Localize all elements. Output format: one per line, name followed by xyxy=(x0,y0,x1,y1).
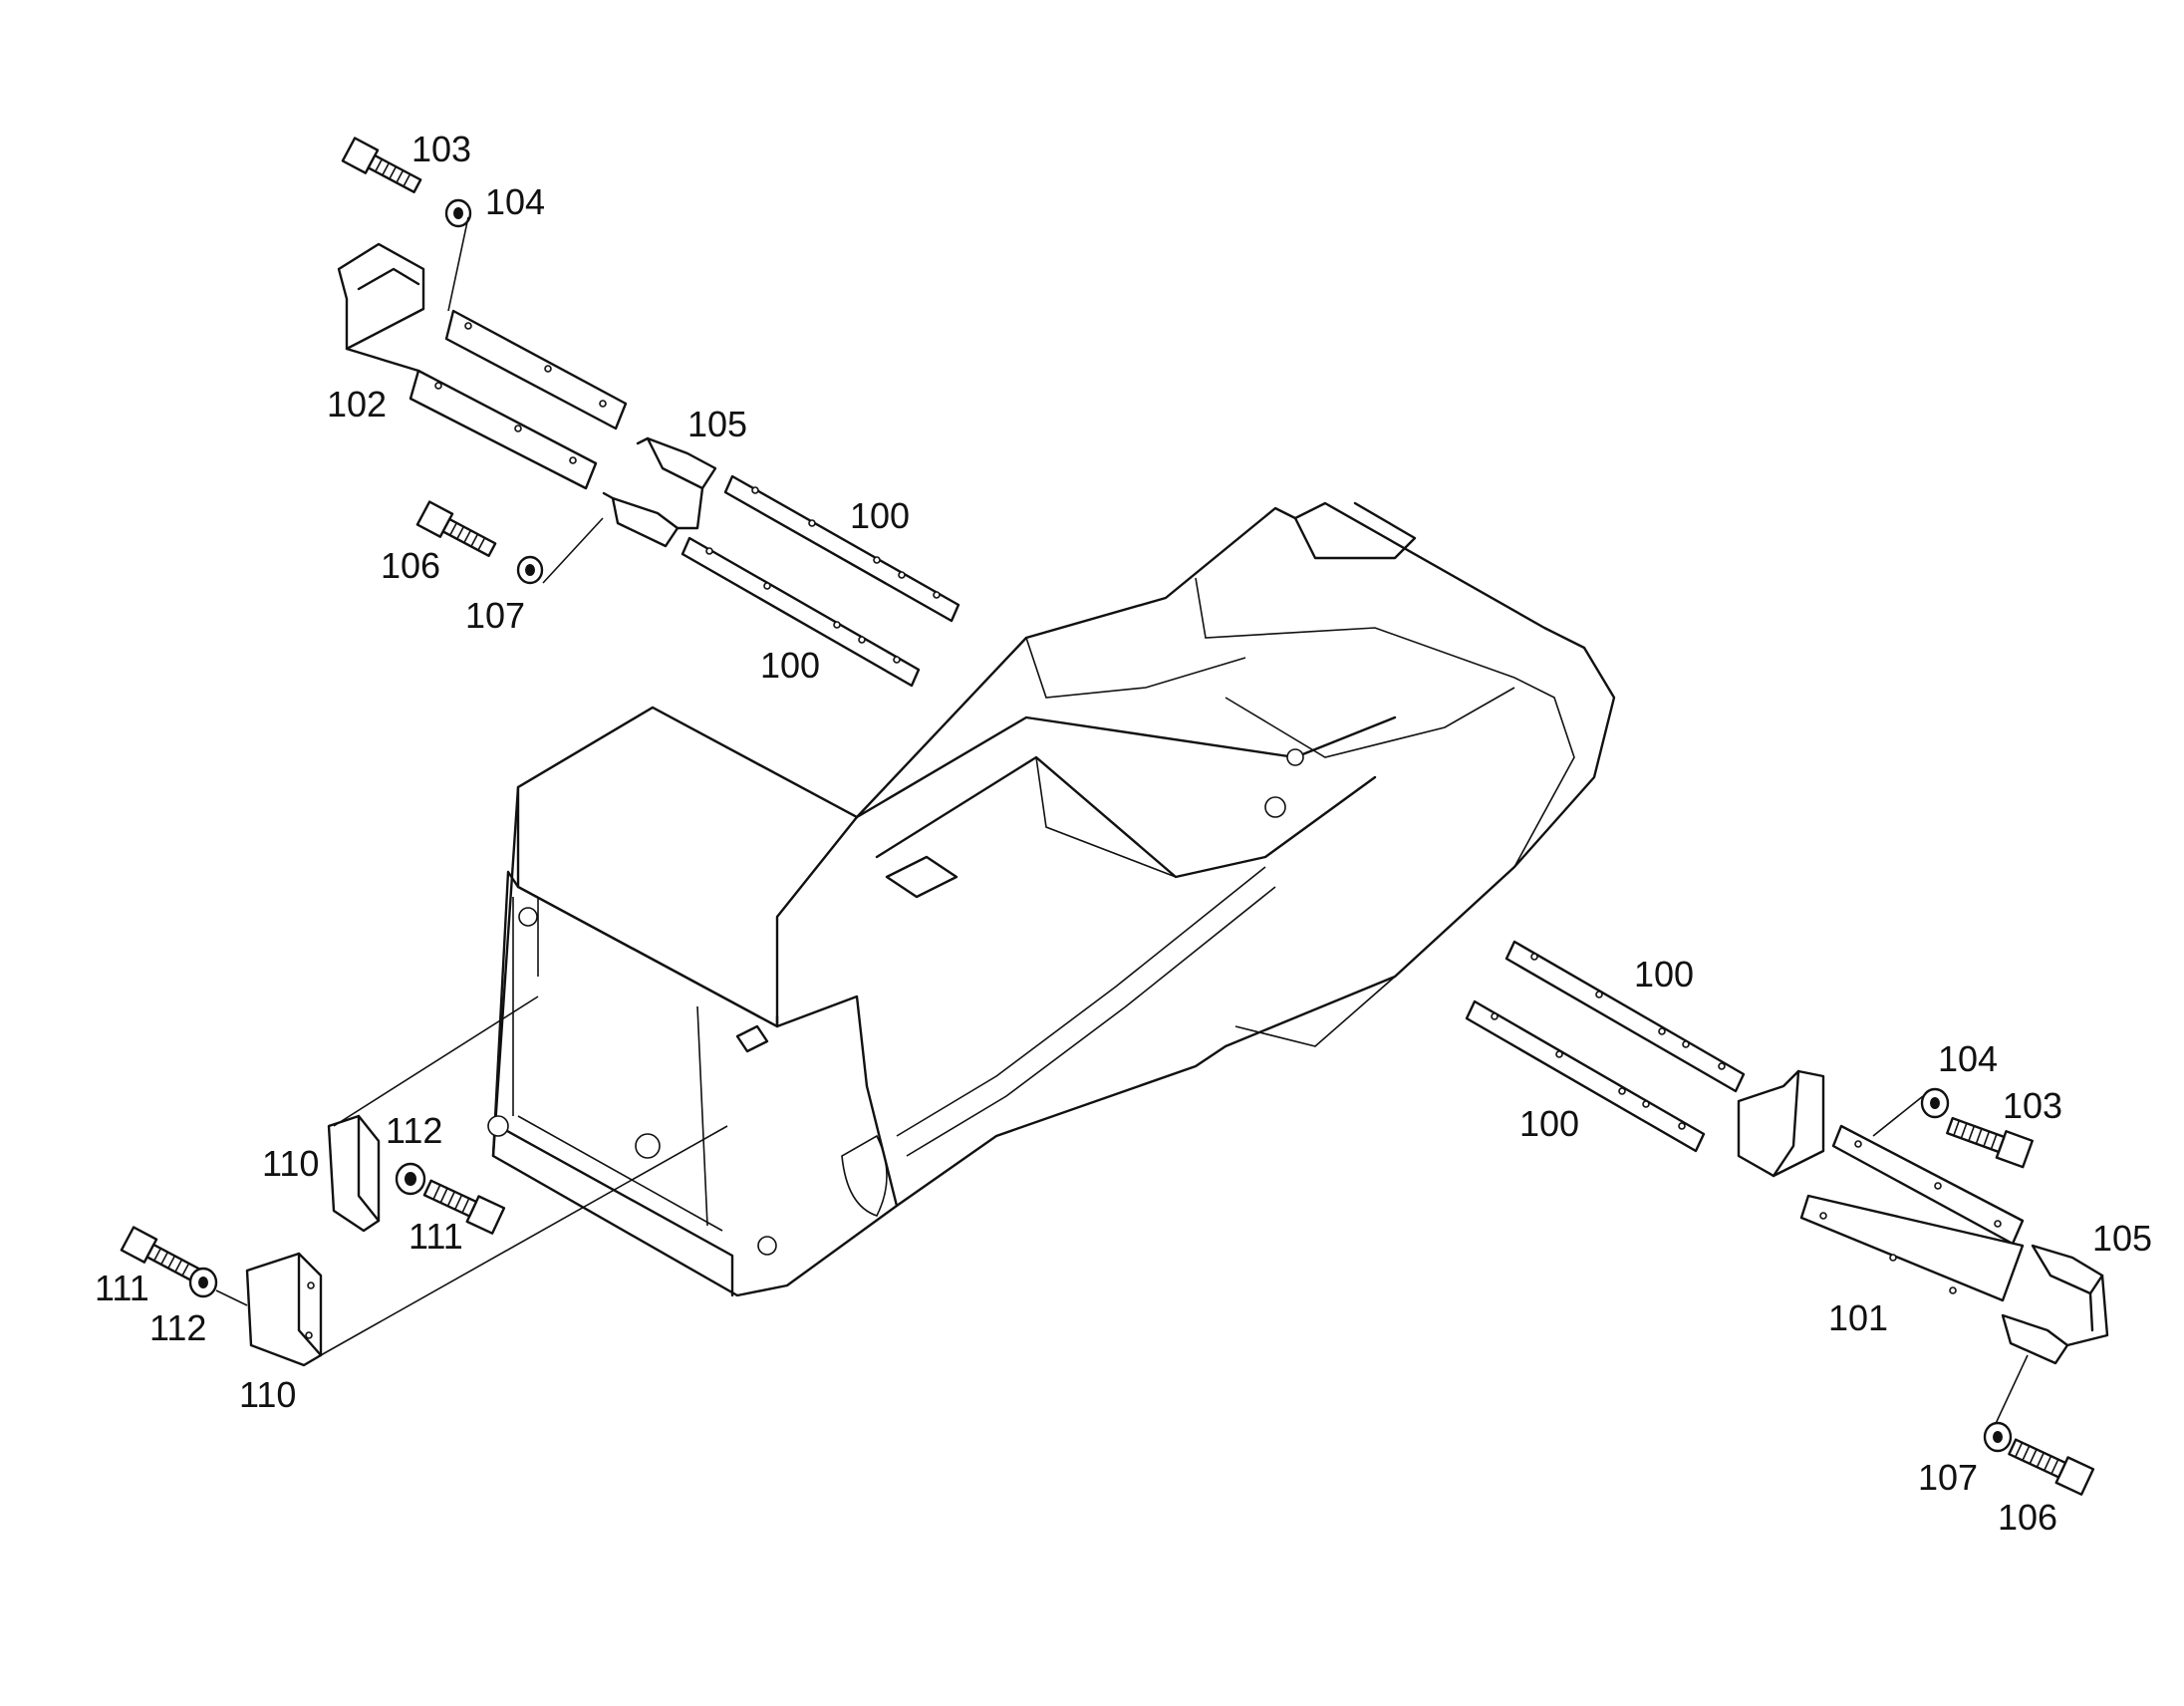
washer-icon xyxy=(1983,1421,2013,1453)
callout-110-b: 110 xyxy=(239,1374,296,1415)
leader-107-right xyxy=(1992,1354,2029,1431)
hex-bolt-icon xyxy=(422,1179,506,1235)
wear-strip-icon xyxy=(1465,999,1706,1153)
leader-110-lower xyxy=(320,1125,728,1356)
channel-bracket-icon xyxy=(1737,1069,2025,1302)
callout-105-left: 105 xyxy=(687,404,747,444)
callout-103-right: 103 xyxy=(2003,1085,2062,1126)
callout-107-left: 107 xyxy=(465,595,525,636)
washer-icon xyxy=(188,1267,218,1298)
hex-bolt-icon xyxy=(2008,1438,2095,1496)
hex-bolt-icon xyxy=(1946,1116,2034,1169)
callout-107-right: 107 xyxy=(1918,1457,1978,1498)
clip-icon xyxy=(602,436,717,548)
washer-icon xyxy=(516,555,544,585)
leader-107-left xyxy=(542,517,604,584)
washer-icon xyxy=(1920,1087,1950,1119)
callout-101: 101 xyxy=(1828,1297,1888,1338)
callout-104-left: 104 xyxy=(485,181,545,222)
wear-strip-icon xyxy=(1504,940,1746,1093)
leader-112-lower xyxy=(215,1289,248,1306)
washer-icon xyxy=(444,198,472,228)
wear-strip-icon xyxy=(681,536,921,688)
leader-104-right xyxy=(1872,1095,1924,1137)
callout-106-right: 106 xyxy=(1998,1497,2057,1538)
callout-100-b: 100 xyxy=(760,645,820,686)
clip-icon xyxy=(2001,1244,2109,1365)
callout-112-b: 112 xyxy=(149,1307,206,1348)
callout-110-a: 110 xyxy=(262,1143,319,1184)
callout-111-a: 111 xyxy=(409,1216,463,1257)
callout-102: 102 xyxy=(327,384,387,425)
callout-100-c: 100 xyxy=(1634,954,1694,995)
angle-plate-icon xyxy=(327,1114,381,1233)
callout-106-left: 106 xyxy=(381,545,440,586)
wear-strip-icon xyxy=(723,474,960,623)
hex-bolt-icon xyxy=(341,137,422,193)
boom-frame-assembly xyxy=(487,501,1616,1297)
washer-icon xyxy=(395,1162,426,1196)
leader-110-upper xyxy=(333,995,539,1127)
callout-105-right: 105 xyxy=(2092,1218,2152,1259)
callout-100-a: 100 xyxy=(850,495,910,536)
leader-104-left xyxy=(447,216,469,312)
hex-bolt-icon xyxy=(415,500,497,557)
callout-103-left: 103 xyxy=(411,129,471,169)
callout-100-d: 100 xyxy=(1519,1103,1579,1144)
callout-111-b: 111 xyxy=(95,1268,149,1308)
callout-112-a: 112 xyxy=(386,1110,442,1151)
channel-bracket-icon xyxy=(337,242,628,490)
callout-104-right: 104 xyxy=(1938,1038,1998,1079)
angle-plate-icon xyxy=(245,1252,323,1367)
